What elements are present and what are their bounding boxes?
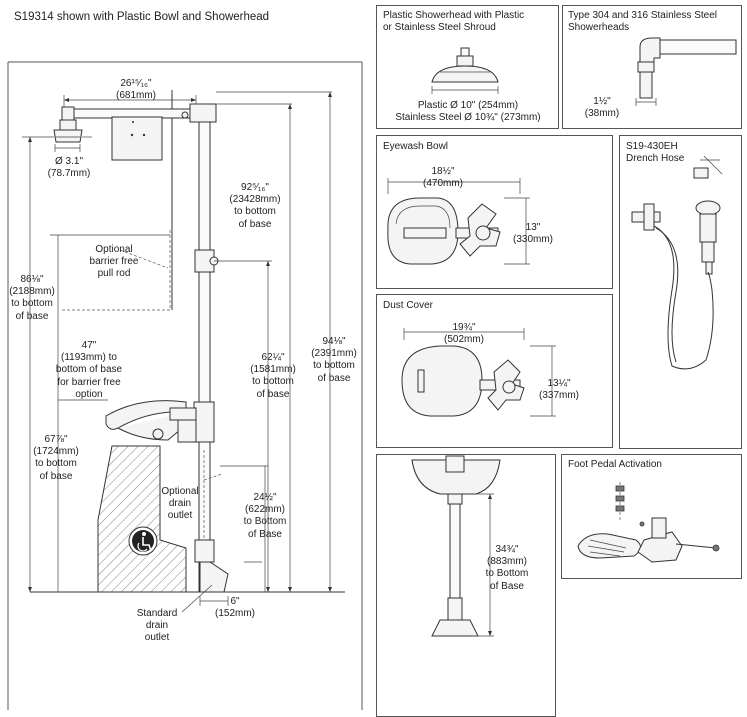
ada-figure: [97, 445, 187, 593]
pedestal-dim-height: 34¾" (883mm) to Bottom of Base: [485, 544, 529, 592]
dim-shower-diameter: Ø 3.1" (78.7mm): [47, 156, 91, 180]
pedestal-drawing: [411, 455, 501, 637]
plastic-showerhead-caption: Plastic Ø 10" (254mm) Stainless Steel Ø …: [395, 100, 541, 124]
dim-width-mm: (681mm): [115, 90, 156, 101]
dust-cover-dim-width: 19¾" (502mm): [443, 322, 484, 346]
dim-62-to-base: 62¼" (1581mm) to bottom of base: [250, 352, 296, 400]
dust-cover-title: Dust Cover: [383, 300, 434, 311]
drench-hose-title: S19-430EH Drench Hose: [626, 141, 685, 165]
standard-drain-label: Standard drain outlet: [136, 608, 178, 644]
dim-width-in: 26¹⁵⁄₁₆": [120, 78, 152, 89]
plastic-showerhead-title: Plastic Showerhead with Plastic or Stain…: [383, 10, 525, 34]
main-eyewash-bowl: [105, 400, 197, 443]
main-frame: [7, 61, 363, 710]
dim-6: 6" (152mm): [214, 596, 255, 620]
foot-pedal-title: Foot Pedal Activation: [568, 459, 662, 470]
shower-arm: [53, 103, 217, 161]
pull-rod-dashed: [60, 230, 171, 311]
dim-47-barrier-free: 47" (1193mm) to bottom of base for barri…: [55, 340, 123, 400]
optional-drain-dashed: [203, 450, 223, 540]
dust-cover-dim-height: 13¼" (337mm): [538, 378, 579, 402]
eyewash-bowl-title: Eyewash Bowl: [383, 141, 449, 152]
ss-showerhead-dim: 1½" (38mm): [584, 96, 620, 120]
main-dimension-lines: [22, 91, 332, 613]
wall-and-floor: [30, 90, 345, 593]
dim-67-to-base: 67⅞" (1724mm) to bottom of base: [33, 434, 79, 482]
ss-showerhead-drawing: [635, 37, 737, 106]
dim-92-to-base: 92⁵⁄₁₆" (23428mm) to bottom of base: [229, 182, 281, 230]
main-pipe: [193, 121, 229, 593]
optional-pull-rod-label: Optional barrier free pull rod: [89, 244, 139, 280]
dim-86-to-base: 86⅛" (2188mm) to bottom of base: [9, 274, 55, 322]
foot-pedal-drawing: [577, 482, 720, 563]
eyewash-dim-height: 13" (330mm): [512, 222, 553, 246]
main-title: S19314 shown with Plastic Bowl and Showe…: [14, 11, 270, 23]
drench-hose-drawing: [631, 155, 723, 370]
dim-94-to-base: 94⅛" (2391mm) to bottom of base: [311, 336, 357, 384]
dim-24-to-base: 24½" (622mm) to Bottom of Base: [243, 492, 287, 540]
eyewash-bowl-drawing: [387, 178, 530, 265]
eyewash-dim-width: 18½" (470mm): [422, 166, 463, 190]
plastic-showerhead-drawing: [431, 47, 499, 94]
dust-cover-drawing: [401, 328, 556, 417]
ss-showerhead-title: Type 304 and 316 Stainless Steel Showerh…: [568, 10, 717, 34]
optional-drain-label: Optional drain outlet: [161, 486, 199, 522]
